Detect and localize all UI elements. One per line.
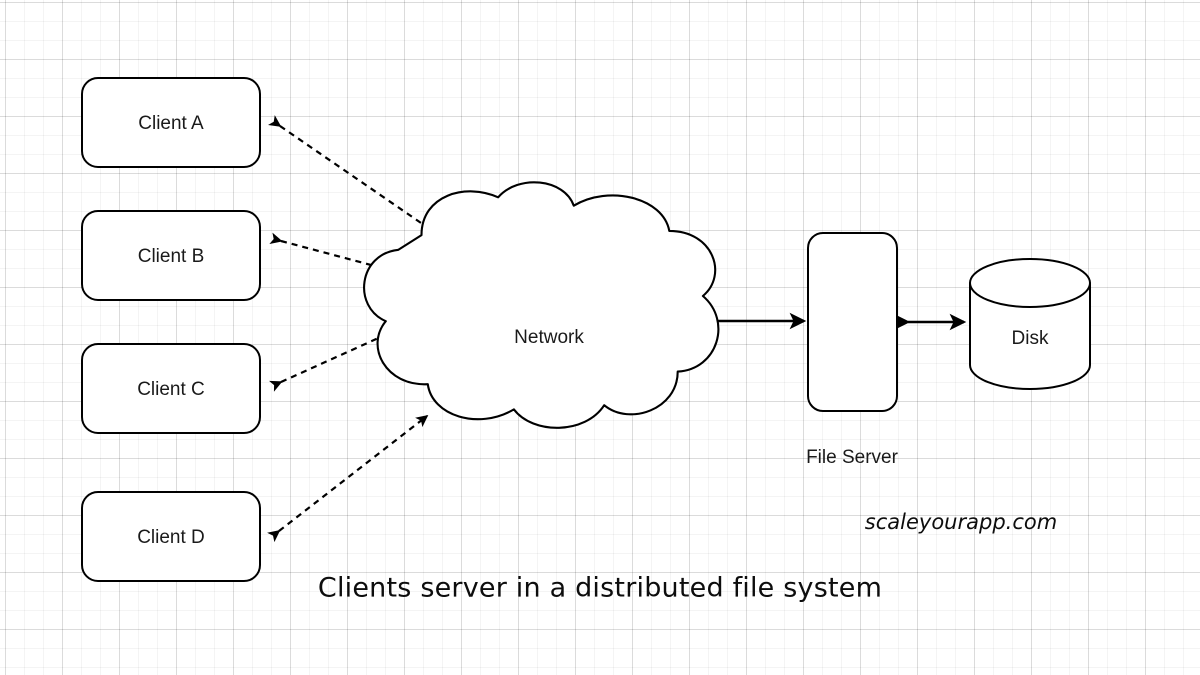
client-a-label: Client A [138,113,204,134]
diagram-caption: Clients server in a distributed file sys… [318,573,882,604]
client-c-label: Client C [137,379,205,400]
node-client-b[interactable]: Client B [81,210,261,301]
disk-cylinder-body[interactable] [969,282,1091,390]
node-disk[interactable]: Disk [969,258,1091,390]
network-cloud-shape[interactable] [363,181,720,429]
client-b-label: Client B [138,246,205,267]
file-server-label: File Server [806,447,899,468]
connector-client-c-network[interactable] [269,329,396,392]
connector-client-a-network[interactable] [268,115,442,237]
node-client-a[interactable]: Client A [81,77,261,168]
client-d-box[interactable] [81,491,261,582]
file-server-box[interactable] [807,232,898,412]
client-a-box[interactable] [81,77,261,168]
client-d-network-line[interactable] [267,414,429,543]
client-d-label: Client D [137,527,205,548]
network-label: Network [514,327,584,348]
client-a-network-line[interactable] [268,115,442,237]
watermark-label: scaleyourapp.com [865,510,1057,534]
client-c-network-line[interactable] [269,329,396,392]
disk-label: Disk [1012,328,1049,349]
node-network-cloud[interactable]: Network [363,181,720,429]
client-b-box[interactable] [81,210,261,301]
node-client-c[interactable]: Client C [81,343,261,434]
node-file-server[interactable]: File Server [806,232,899,468]
node-client-d[interactable]: Client D [81,491,261,582]
client-c-box[interactable] [81,343,261,434]
disk-cylinder-top[interactable] [969,258,1091,308]
connector-client-d-network[interactable] [267,414,429,543]
